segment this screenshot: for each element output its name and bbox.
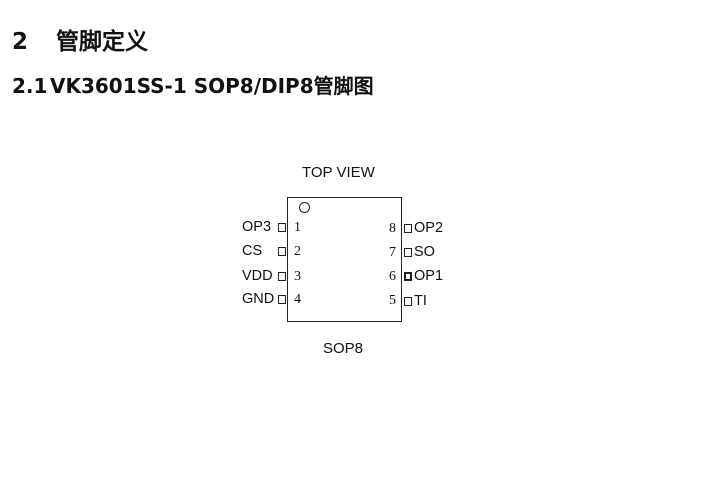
pin-pad-8	[404, 224, 412, 233]
subsection-title: VK3601SS-1 SOP8/DIP8管脚图	[50, 74, 374, 98]
section-heading: 2 管脚定义	[12, 22, 148, 56]
left-pin-number-1: 1	[294, 220, 301, 235]
left-pin-name-2: CS	[242, 243, 263, 259]
pin-pad-6	[404, 272, 412, 281]
left-pin-number-3: 3	[294, 269, 301, 284]
right-pin-number-5: 5	[389, 293, 396, 308]
right-pin-number-7: 7	[389, 245, 396, 260]
pin1-marker-icon	[299, 202, 310, 213]
pin-pad-2	[278, 247, 286, 256]
package-type-label: SOP8	[323, 340, 364, 357]
right-pin-name-8: OP2	[414, 220, 444, 236]
pin-pad-5	[404, 297, 412, 306]
pin-pad-4	[278, 295, 286, 304]
left-pin-name-1: OP3	[242, 219, 272, 235]
right-pin-number-6: 6	[389, 269, 396, 284]
right-pin-number-8: 8	[389, 221, 396, 236]
pin-pad-3	[278, 272, 286, 281]
chip-package-outline	[287, 197, 402, 322]
top-view-label: TOP VIEW	[302, 164, 375, 181]
right-pin-name-5: TI	[414, 293, 427, 309]
subsection-number: 2.1	[12, 74, 48, 98]
left-pin-name-3: VDD	[242, 268, 273, 284]
left-pin-number-2: 2	[294, 244, 301, 259]
pin-pad-7	[404, 248, 412, 257]
right-pin-name-7: SO	[414, 244, 435, 260]
pin-pad-1	[278, 223, 286, 232]
right-pin-name-6: OP1	[414, 268, 444, 284]
section-number: 2	[12, 29, 29, 55]
left-pin-number-4: 4	[294, 292, 301, 307]
section-title: 管脚定义	[56, 29, 148, 55]
left-pin-name-4: GND	[242, 291, 275, 307]
